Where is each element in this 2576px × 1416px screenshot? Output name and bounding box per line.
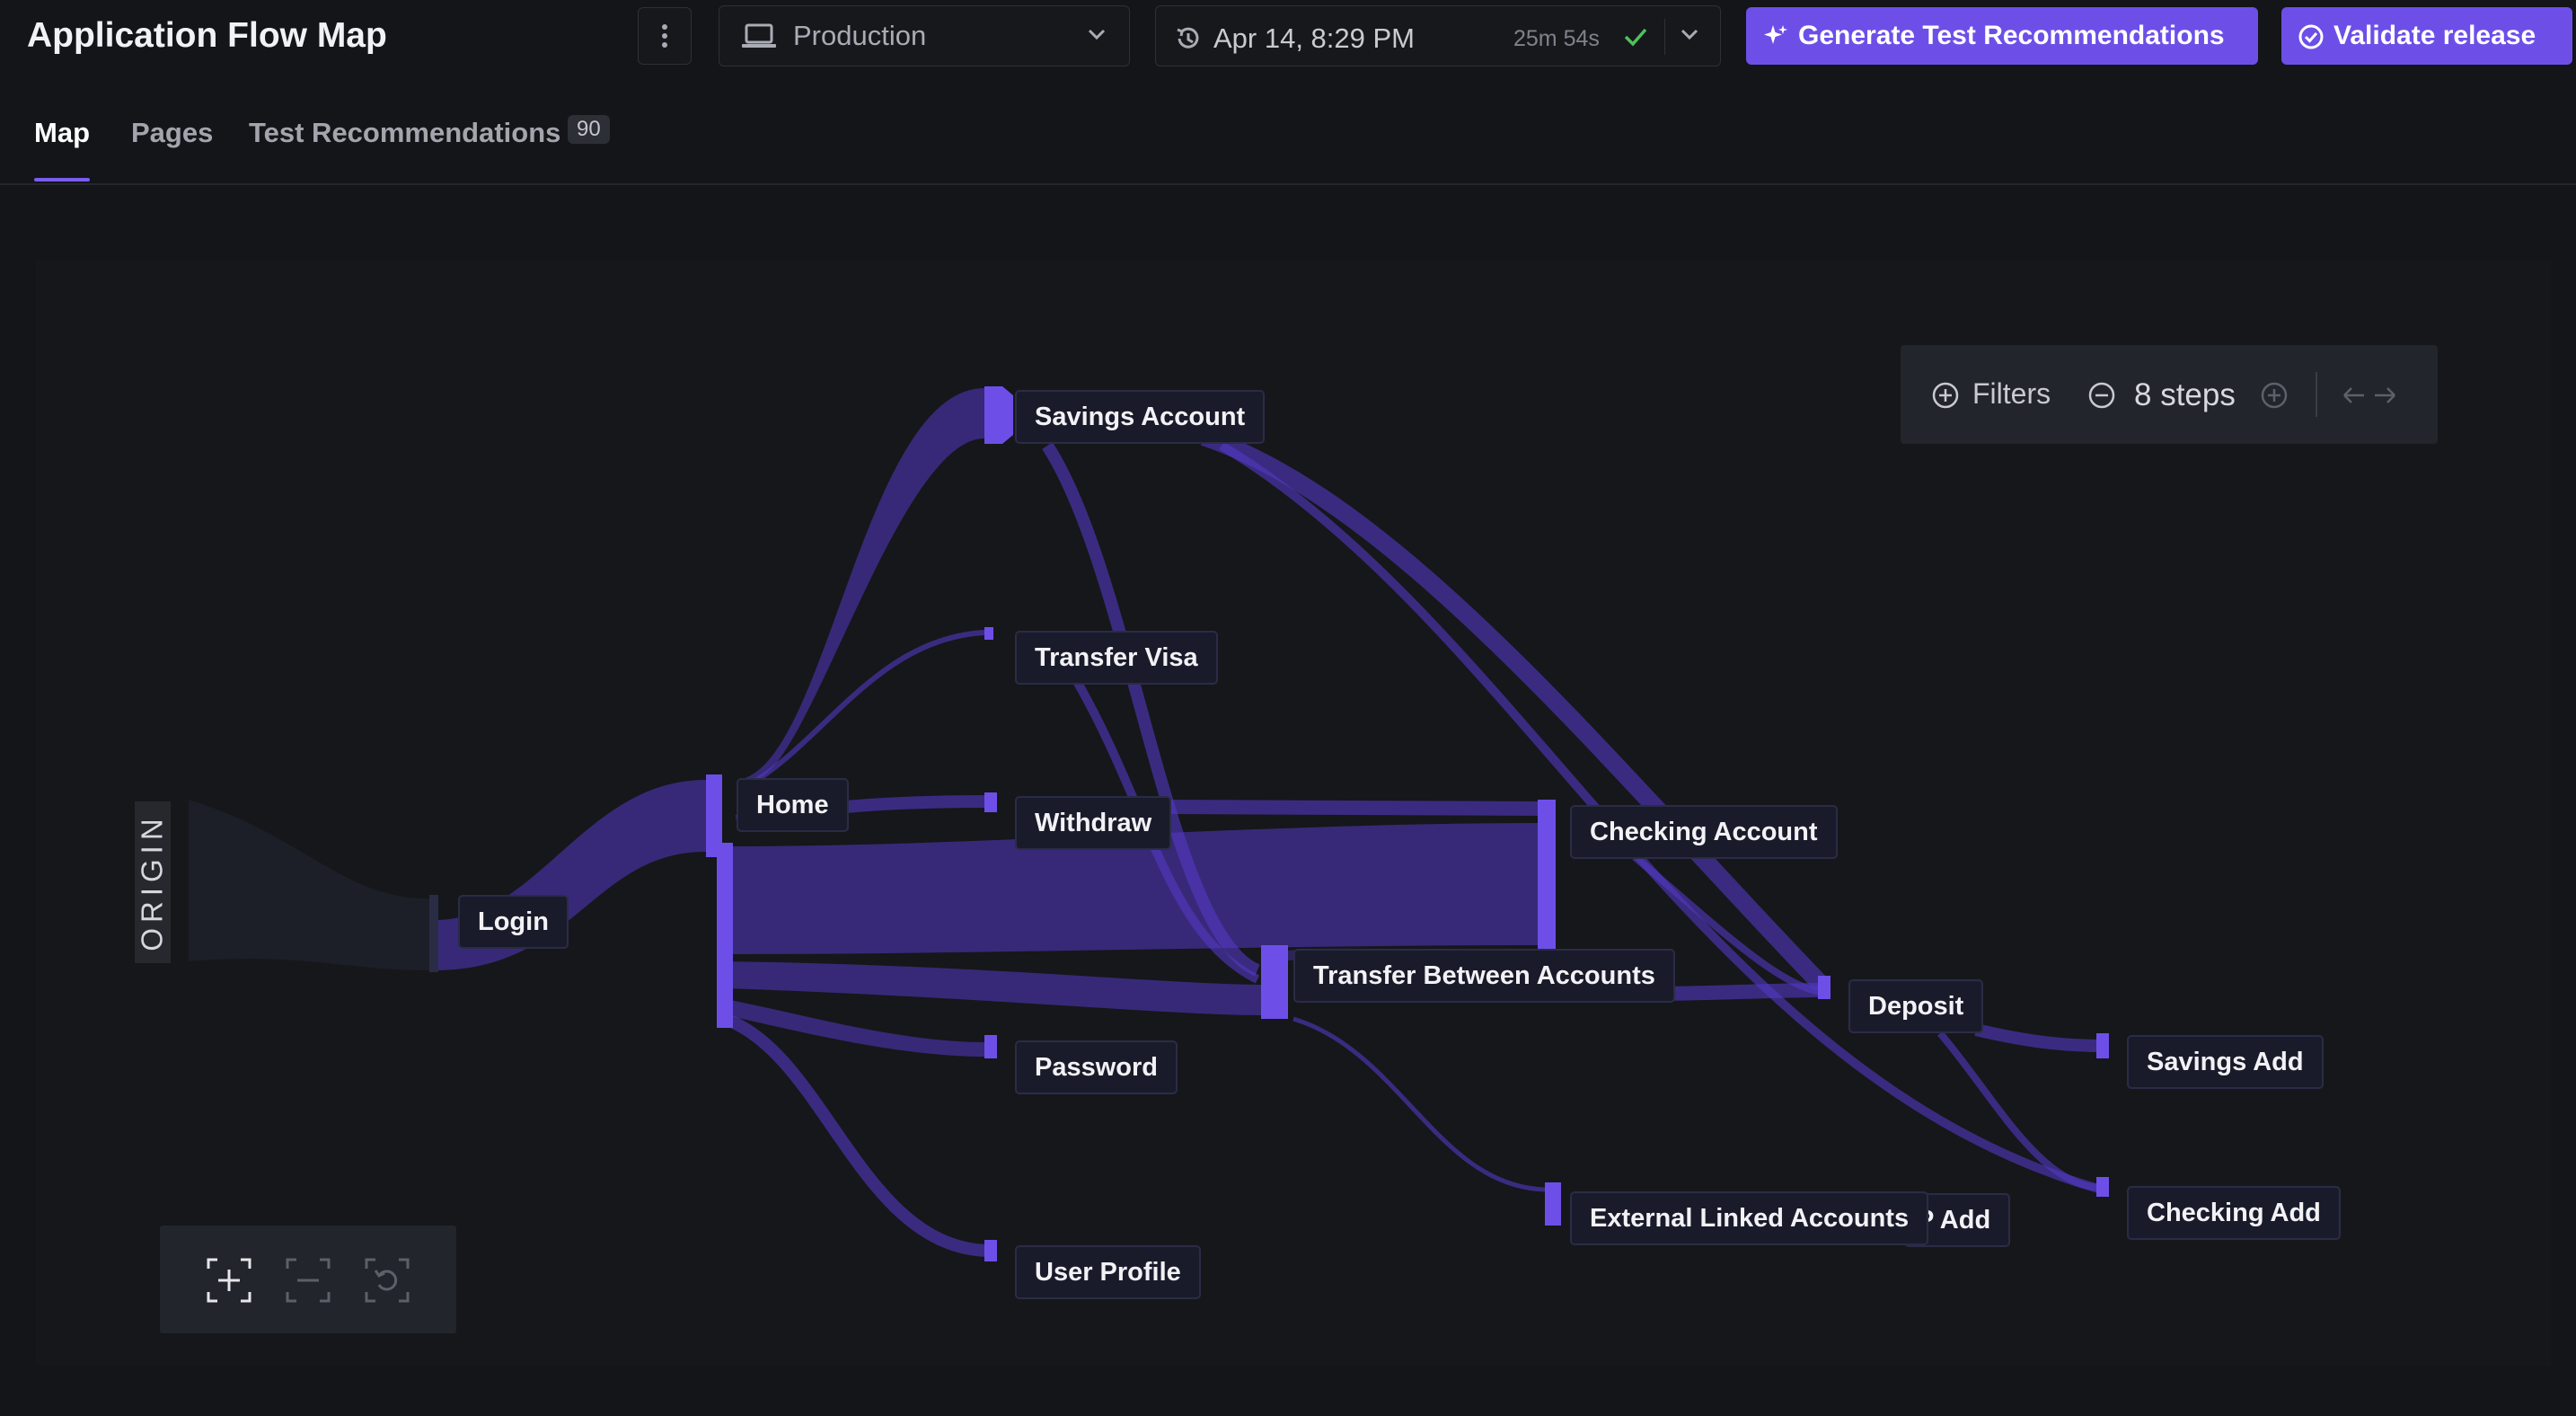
more-options-button[interactable] <box>638 7 692 65</box>
page-title: Application Flow Map <box>27 16 387 55</box>
generate-test-recommendations-button[interactable]: Generate Test Recommendations <box>1746 7 2258 65</box>
flow-home-password <box>726 999 988 1057</box>
check-circle-icon <box>2298 24 2324 49</box>
sparkle-icon <box>1764 25 1787 44</box>
run-duration: 25m 54s <box>1513 26 1600 51</box>
filters-button[interactable]: Filters <box>1972 377 2051 410</box>
node-hidden-add[interactable]: P Add <box>1904 1193 2011 1247</box>
flow-deposit-checking-add <box>1936 1031 2103 1191</box>
node-bar-home-top <box>706 774 722 857</box>
node-bar-deposit <box>1818 976 1831 999</box>
environment-select[interactable]: Production <box>719 5 1130 66</box>
flow-withdraw-checking <box>1167 800 1546 816</box>
run-timestamp: Apr 14, 8:29 PM <box>1213 22 1416 54</box>
origin-label: ORIGIN <box>135 801 171 963</box>
node-bar-user-profile <box>984 1240 997 1261</box>
tab-map[interactable]: Map <box>34 117 90 148</box>
divider <box>1664 19 1665 55</box>
node-user-profile[interactable]: User Profile <box>1015 1245 1201 1299</box>
flow-savings-deposit <box>1200 428 1829 991</box>
minus-circle-icon[interactable] <box>2087 381 2116 410</box>
node-transfer-visa[interactable]: Transfer Visa <box>1015 631 1218 685</box>
plus-circle-icon[interactable] <box>1931 381 1960 410</box>
steps-count: 8 steps <box>2134 377 2236 412</box>
flow-deposit-savings-add <box>1974 1023 2103 1052</box>
validate-button-label: Validate release <box>2333 21 2536 50</box>
node-bar-checking-add <box>2096 1177 2109 1197</box>
flow-home-transfer-visa <box>753 630 985 784</box>
node-bar-savings-notch <box>1002 386 1013 444</box>
filters-panel: Filters 8 steps <box>1901 345 2438 444</box>
run-time-select[interactable]: Apr 14, 8:29 PM 25m 54s <box>1155 5 1721 66</box>
generate-button-label: Generate Test Recommendations <box>1798 21 2225 50</box>
check-icon <box>1624 28 1647 47</box>
node-bar-transfer-visa <box>984 627 993 640</box>
node-transfer-between-accounts[interactable]: Transfer Between Accounts <box>1293 949 1675 1003</box>
node-checking-account[interactable]: Checking Account <box>1570 805 1838 859</box>
node-bar-checking <box>1538 800 1556 951</box>
flow-origin-login <box>189 800 429 970</box>
flow-transfer-external <box>1292 1016 1546 1192</box>
node-bar-login <box>429 895 438 972</box>
tab-pages[interactable]: Pages <box>131 117 214 148</box>
chevron-down-icon[interactable] <box>1681 28 1698 40</box>
origin-label-text: ORIGIN <box>136 813 169 951</box>
node-deposit[interactable]: Deposit <box>1848 979 1984 1033</box>
chevron-down-icon <box>1088 29 1106 40</box>
node-withdraw[interactable]: Withdraw <box>1015 796 1172 850</box>
flow-home-savings <box>737 388 984 780</box>
node-external-linked-accounts[interactable]: External Linked Accounts <box>1570 1191 1929 1245</box>
node-password[interactable]: Password <box>1015 1040 1178 1094</box>
node-bar-password <box>984 1035 997 1058</box>
history-icon <box>1177 27 1199 49</box>
node-home[interactable]: Home <box>737 778 849 832</box>
flow-home-transfer-between <box>726 961 1266 1015</box>
zoom-controls <box>160 1226 456 1333</box>
node-bar-savings-add <box>2096 1033 2109 1058</box>
node-bar-withdraw <box>984 792 997 812</box>
laptop-icon <box>742 23 776 48</box>
flow-visa-transfer <box>1073 680 1260 984</box>
top-bar: Application Flow Map Production Apr 14, … <box>0 0 2576 75</box>
zoom-in-icon[interactable] <box>205 1256 253 1305</box>
tab-bar: Map Pages Test Recommendations 90 <box>0 90 2576 185</box>
test-recommendations-count-badge: 90 <box>568 115 610 144</box>
arrow-left-right-icon[interactable] <box>2341 381 2398 410</box>
node-bar-savings <box>984 386 1002 444</box>
reset-view-icon[interactable] <box>363 1256 411 1305</box>
divider <box>2316 372 2317 417</box>
node-savings-account[interactable]: Savings Account <box>1015 390 1266 444</box>
node-checking-add[interactable]: Checking Add <box>2127 1186 2341 1240</box>
tab-test-recommendations[interactable]: Test Recommendations <box>249 117 561 148</box>
zoom-out-icon[interactable] <box>284 1256 332 1305</box>
node-savings-add[interactable]: Savings Add <box>2127 1035 2324 1089</box>
flow-home-user-profile <box>727 1014 989 1257</box>
validate-release-button[interactable]: Validate release <box>2281 7 2572 65</box>
environment-value: Production <box>793 20 927 51</box>
node-bar-home <box>717 843 733 1028</box>
active-tab-indicator <box>34 178 90 181</box>
flow-savings-transfer <box>1042 442 1261 977</box>
node-login[interactable]: Login <box>458 895 569 949</box>
vertical-dots-icon <box>662 24 667 48</box>
node-bar-external-linked <box>1545 1182 1561 1226</box>
node-bar-transfer-between <box>1261 945 1288 1019</box>
flow-home-checking <box>726 823 1545 954</box>
plus-circle-icon[interactable] <box>2260 381 2289 410</box>
